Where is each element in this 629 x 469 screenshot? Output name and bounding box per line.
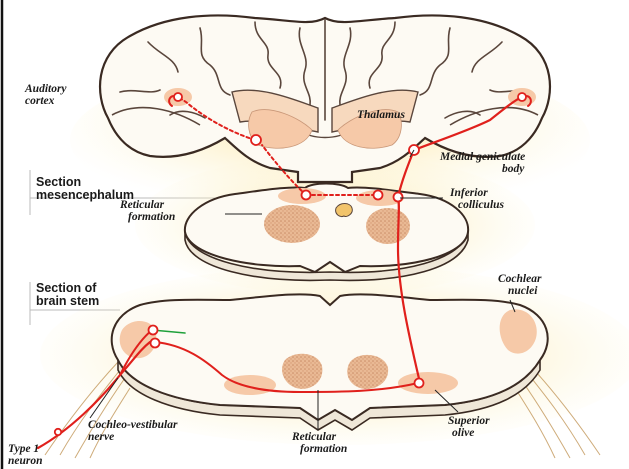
- synapse-cochlear-nucleus-lower: [151, 339, 160, 348]
- synapse-superior-olive: [415, 379, 424, 388]
- synapse-cortex-left: [174, 93, 182, 101]
- synapse-inferior-colliculus-right: [394, 193, 403, 202]
- label-section-brain-stem: Section of brain stem: [36, 281, 100, 308]
- label-type1-neuron: Type 1 neuron: [8, 443, 43, 467]
- superior-olive-right: [398, 372, 458, 394]
- label-reticular-formation-upper: Reticular formation: [119, 199, 175, 223]
- synapse-mgb-left: [251, 135, 261, 145]
- synapse-inferior-colliculus-left: [302, 191, 311, 200]
- synapse-cochlear-nucleus-upper: [149, 326, 158, 335]
- label-thalamus: Thalamus: [357, 109, 405, 121]
- label-reticular-formation-lower: Reticular formation: [291, 431, 347, 455]
- synapse-cortex-right: [518, 93, 526, 101]
- label-cochleo-vestibular-nerve: Cochleo-vestibular nerve: [88, 419, 180, 443]
- synapse-type1-neuron: [55, 429, 61, 435]
- synapse-inferior-colliculus-mid: [374, 191, 383, 200]
- reticular-formation-mesencephalon-right: [366, 208, 410, 244]
- label-auditory-cortex: Auditory cortex: [24, 83, 69, 107]
- reticular-formation-mesencephalon-left: [264, 205, 320, 243]
